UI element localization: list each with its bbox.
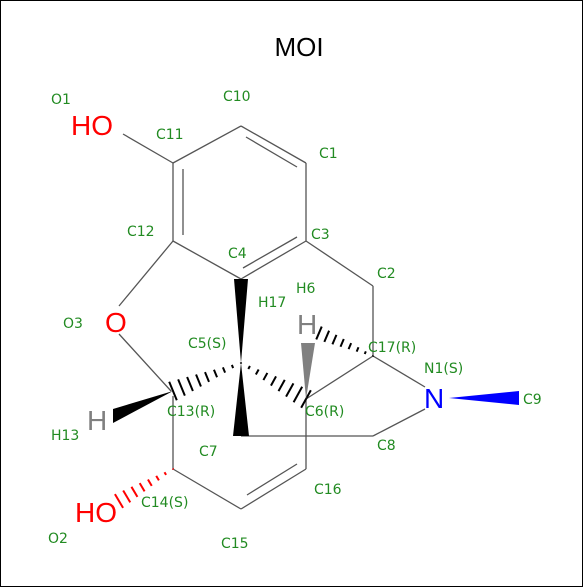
label-c16: C16: [314, 482, 342, 498]
wedge-n1-c9: [449, 391, 519, 405]
label-c11: C11: [156, 127, 184, 143]
label-c13: C13(R): [167, 404, 215, 420]
label-c9: C9: [523, 392, 542, 408]
hash-stroke: [357, 347, 359, 351]
hash-stroke: [164, 472, 166, 475]
label-c10: C10: [223, 89, 251, 105]
wedge-c5-c7: [233, 363, 249, 436]
hydrogen-left-symbol: H: [87, 405, 107, 436]
bond-c10-c1: [241, 126, 306, 163]
label-o3: O3: [63, 316, 83, 332]
hash-stroke: [279, 380, 285, 391]
oxygen-ring-symbol: O: [105, 307, 127, 338]
bond-c10-c1-inner: [246, 137, 297, 167]
label-c8: C8: [377, 438, 396, 454]
hash-stroke: [187, 377, 193, 391]
label-o1: O1: [51, 92, 71, 108]
label-c3: C3: [311, 227, 330, 243]
label-o2: O2: [48, 531, 68, 547]
hash-stroke: [205, 372, 209, 382]
hash-bond-c5-c13: [169, 363, 241, 401]
bond-c6-c17: [306, 356, 373, 399]
label-c17: C17(R): [368, 340, 416, 356]
label-c12: C12: [127, 224, 155, 240]
hash-stroke: [140, 483, 145, 491]
hash-stroke: [131, 487, 137, 497]
hash-stroke: [214, 370, 217, 378]
wedge-c4-c5: [234, 279, 248, 363]
bond-c3-c4-inner: [243, 237, 297, 268]
hash-stroke: [256, 369, 259, 374]
nitrogen-symbol: N: [424, 383, 444, 414]
hash-stroke: [286, 383, 293, 396]
hydroxyl-bottom-symbol: HO: [75, 497, 117, 528]
label-c4: C4: [228, 246, 247, 262]
diagram-title: MOI: [274, 32, 323, 62]
hydroxyl-top-symbol: HO: [71, 110, 113, 141]
hash-stroke: [294, 387, 303, 402]
bond-c12-o3: [119, 241, 173, 306]
hash-stroke: [196, 375, 201, 387]
hash-stroke: [263, 373, 267, 380]
label-c5: C5(S): [188, 336, 227, 352]
bond-c16-c15: [241, 469, 306, 509]
label-c15: C15: [221, 536, 249, 552]
bond-c3-c4: [241, 241, 306, 279]
hash-stroke: [232, 365, 233, 368]
hash-bond-c5-c6: [241, 363, 311, 408]
hash-stroke: [324, 331, 329, 342]
wedge-c13-h13: [113, 391, 173, 423]
hash-stroke: [248, 366, 250, 369]
hash-stroke: [178, 379, 185, 395]
hash-stroke: [271, 376, 276, 385]
hash-stroke: [173, 469, 174, 470]
hydrogen-center-symbol: H: [297, 309, 317, 340]
hash-stroke: [156, 476, 159, 481]
bond-n1-c8: [373, 409, 425, 436]
hash-stroke: [365, 351, 366, 354]
hash-stroke: [123, 490, 130, 502]
bond-o3-c13: [119, 334, 171, 391]
label-c2: C2: [377, 266, 396, 282]
hash-stroke: [148, 480, 152, 486]
hash-stroke: [349, 343, 352, 349]
hash-stroke: [340, 339, 343, 347]
atom-symbols: HO O N H H HO: [71, 110, 444, 528]
hash-stroke: [332, 335, 336, 344]
bond-c17-n1: [373, 356, 425, 387]
hash-stroke: [223, 367, 225, 372]
wedge-c6-h6: [301, 343, 315, 399]
bond-c3-c2: [306, 241, 373, 286]
label-c1: C1: [319, 146, 338, 162]
label-c7: C7: [199, 444, 218, 460]
hash-bond-c17-h17: [316, 327, 373, 357]
label-c6: C6(R): [305, 404, 344, 420]
label-h13: H13: [51, 428, 79, 444]
label-n1: N1(S): [424, 361, 463, 377]
label-h6: H6: [296, 281, 316, 297]
label-c14: C14(S): [141, 495, 188, 511]
label-h17: H17: [258, 295, 286, 311]
